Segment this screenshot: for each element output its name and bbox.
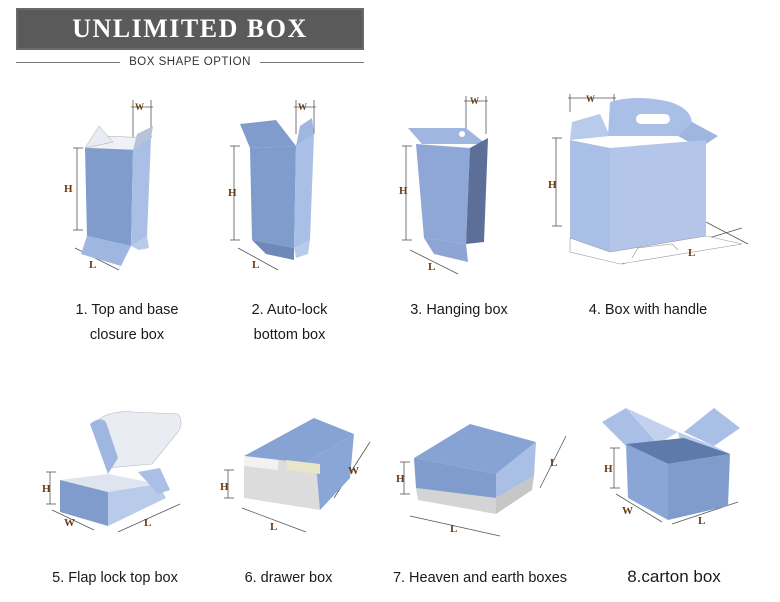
dim-w-label: W: [622, 505, 633, 517]
box-6-illustration: H W L: [220, 418, 371, 533]
box-3-illustration: H W L: [399, 96, 488, 275]
dim-l-label: L: [89, 259, 96, 271]
box-3-caption-line1: 3. Hanging box: [410, 302, 508, 318]
box-4-caption: 4. Box with handle: [573, 298, 723, 323]
dim-l-label: L: [144, 517, 151, 529]
box-1-illustration: H W L: [64, 100, 153, 271]
subtitle-bar: BOX SHAPE OPTION: [16, 54, 364, 70]
dim-h-label: H: [228, 187, 237, 199]
box-1-caption: 1. Top and base closure box: [52, 298, 202, 348]
banner-title: UNLIMITED BOX: [72, 14, 308, 43]
box-3-caption: 3. Hanging box: [395, 298, 523, 323]
dim-h-label: H: [42, 483, 51, 495]
dim-h-label: H: [399, 185, 408, 197]
dim-l-label: L: [688, 247, 695, 259]
dim-w-label: W: [586, 94, 595, 104]
dim-h-label: H: [64, 183, 73, 195]
dim-h-label: H: [220, 481, 229, 493]
dim-w-label: W: [348, 465, 359, 477]
box-6-caption-line1: 6. drawer box: [244, 570, 333, 586]
box-7-caption-line1: 7. Heaven and earth boxes: [392, 570, 568, 586]
dim-l-label: L: [428, 261, 435, 273]
banner-subtitle: BOX SHAPE OPTION: [129, 56, 251, 68]
box-8-illustration: H W L: [602, 408, 740, 527]
box-1-caption-line2: closure box: [89, 327, 165, 343]
box-2-caption-line1: 2. Auto-lock: [251, 302, 328, 318]
box-8-caption: 8.carton box: [604, 564, 744, 589]
dim-h-label: H: [604, 463, 613, 475]
box-7-caption: 7. Heaven and earth boxes: [380, 566, 580, 591]
dim-l-label: L: [252, 259, 259, 271]
box-4-illustration: H W L: [548, 94, 749, 265]
box-7-illustration: H L L: [396, 424, 567, 537]
divider-left: [16, 62, 120, 63]
box-5-caption: 5. Flap lock top box: [35, 566, 195, 591]
box-8-caption-line1: 8.carton box: [627, 567, 721, 586]
dim-l-label: L: [698, 515, 705, 527]
box-5-caption-line1: 5. Flap lock top box: [52, 570, 178, 586]
box-5-illustration: H W L: [42, 411, 182, 533]
box-6-caption: 6. drawer box: [226, 566, 351, 591]
dim-h-label: H: [548, 179, 557, 191]
dim-w-label: W: [64, 517, 75, 529]
box-2-caption: 2. Auto-lock bottom box: [222, 298, 357, 348]
box-4-caption-line1: 4. Box with handle: [588, 302, 708, 318]
divider-right: [260, 62, 364, 63]
dim-h-label: H: [396, 473, 405, 485]
title-banner: UNLIMITED BOX: [16, 8, 364, 50]
dim-l-label: L: [450, 523, 457, 535]
dim-l-label: L: [270, 521, 277, 533]
box-2-illustration: H W L: [228, 100, 316, 271]
dim-w-label: W: [135, 102, 144, 112]
box-1-caption-line1: 1. Top and base: [75, 302, 179, 318]
dim-w-label: W: [298, 102, 307, 112]
dim-w-label: W: [470, 96, 479, 106]
box-2-caption-line2: bottom box: [253, 327, 326, 343]
dim-w-label: L: [550, 457, 557, 469]
